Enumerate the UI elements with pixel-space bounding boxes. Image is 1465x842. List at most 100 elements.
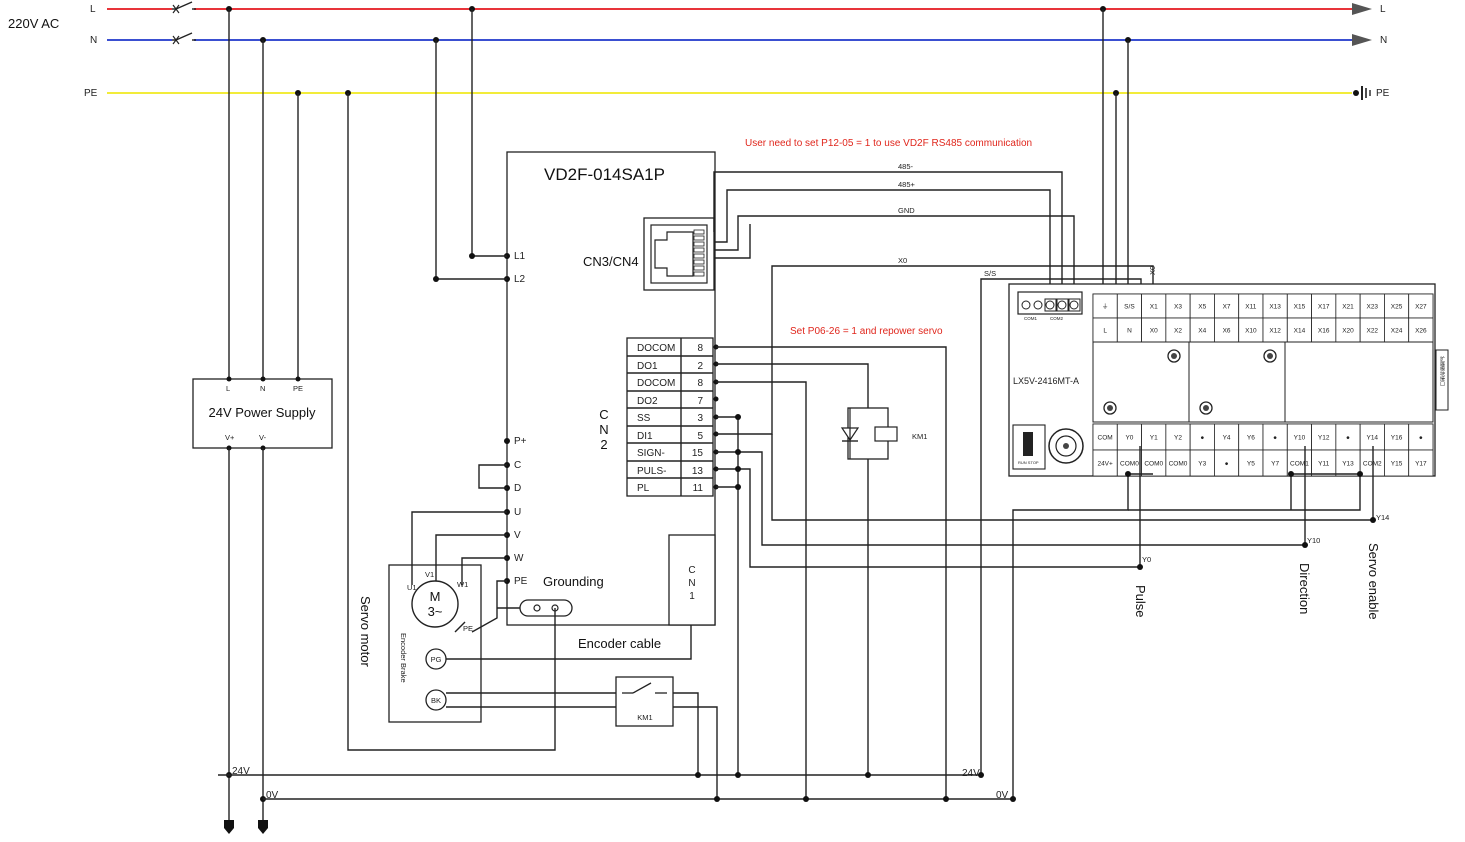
- plc-input-top-cell: [1359, 293, 1385, 319]
- pin-pe: PE: [514, 576, 528, 587]
- plc-input-bottom-terminal: X4: [1198, 328, 1206, 335]
- motor-v1: V1: [425, 570, 434, 579]
- line-pe-label-right: PE: [1376, 88, 1390, 99]
- plc-output-top-cell: [1116, 423, 1142, 451]
- plc-input-top-terminal: X5: [1198, 304, 1206, 311]
- motor-pg: PG: [431, 655, 442, 664]
- plc-input-top-cell: [1286, 293, 1312, 319]
- cn2-signal-4: SS: [637, 413, 651, 424]
- relay-coil-label: KM1: [912, 432, 927, 441]
- plc-output-bottom-cell: [1262, 449, 1288, 477]
- ps-pin-vminus: V-: [259, 433, 267, 442]
- plc-input-bottom-terminal: X10: [1245, 328, 1257, 335]
- cn2-wiring: [716, 346, 1373, 802]
- plc-input-bottom-terminal: N: [1127, 328, 1132, 335]
- supply-voltage-label: 220V AC: [8, 16, 59, 31]
- rail-24v-label: 24V: [232, 766, 250, 777]
- plc-output-top-terminal: ●: [1273, 435, 1277, 442]
- plc-input-bottom-cell: [1335, 317, 1361, 343]
- out-y14-label: Y14: [1376, 513, 1389, 522]
- plc-output-bottom-terminal: Y7: [1271, 461, 1279, 468]
- plc-input-bottom-terminal: X24: [1391, 328, 1403, 335]
- motor-encoder-brake-label: Encoder Brake: [399, 633, 408, 683]
- wire-gnd-label: GND: [898, 206, 915, 215]
- plc-input-top-terminal: X1: [1150, 304, 1158, 311]
- cn2-pin-4: 3: [697, 413, 703, 424]
- out-y10-label: Y10: [1307, 536, 1320, 545]
- plc-output-bottom-terminal: Y15: [1391, 461, 1403, 468]
- plc-input-top-cell: [1262, 293, 1288, 319]
- cn2-pin-8: 11: [693, 483, 704, 494]
- plc-input-bottom-terminal: L: [1103, 328, 1107, 335]
- plc-output-top-terminal: Y1: [1150, 435, 1158, 442]
- plc-output-top-terminal: Y6: [1247, 435, 1255, 442]
- plc-output-top-terminal: ●: [1200, 435, 1204, 442]
- rail-0v-label: 0V: [266, 790, 279, 801]
- plc-input-top-cell: [1408, 293, 1434, 319]
- plc-input-bottom-terminal: X0: [1150, 328, 1158, 335]
- direction-label: Direction: [1297, 563, 1312, 614]
- plc-model: LX5V-2416MT-A: [1013, 376, 1079, 386]
- rj45-pins-icon: [693, 229, 705, 277]
- supply-junctions: [226, 6, 1131, 96]
- cn2-pin-2: 8: [697, 378, 703, 389]
- pin-c: C: [514, 460, 521, 471]
- plc-output-bottom-cell: [1384, 449, 1410, 477]
- pin-l1: L1: [514, 251, 526, 262]
- line-n-label-right: N: [1380, 35, 1387, 46]
- rail-0v-label-right: 0V: [996, 790, 1009, 801]
- ps-pin-n: N: [260, 384, 265, 393]
- line-l-arrow: [1352, 3, 1372, 15]
- cn2-pin-5: 5: [697, 431, 703, 442]
- ground-bar-icon: [519, 599, 573, 617]
- plc-input-bottom-terminal: X12: [1269, 328, 1281, 335]
- cn1-connector: [668, 534, 716, 626]
- ps-title: 24V Power Supply: [209, 405, 316, 420]
- plc-output-bottom-terminal: ●: [1225, 461, 1229, 468]
- expansion-port: [1435, 349, 1449, 411]
- plc-output-bottom-terminal: Y17: [1415, 461, 1427, 468]
- servo-enable-label: Servo enable: [1366, 543, 1381, 620]
- wire-485-plus-label: 485+: [898, 180, 916, 189]
- plc-output-top-terminal: Y10: [1294, 435, 1306, 442]
- pulse-label: Pulse: [1133, 585, 1148, 618]
- plc-input-top-terminal: X23: [1366, 304, 1378, 311]
- motor-u1: U1: [407, 583, 417, 592]
- plc-input-top-terminal: S/S: [1124, 304, 1135, 311]
- cn2-table: DOCOM DO1 DOCOM DO2 SS DI1 SIGN- PULS- P…: [626, 337, 719, 497]
- plc-input-top-terminal: X17: [1318, 304, 1330, 311]
- plc-input-bottom-terminal: X16: [1318, 328, 1330, 335]
- plc-output-top-cell: [1384, 423, 1410, 451]
- breaker-l: [172, 1, 196, 15]
- relay-contact-km1: KM1: [615, 676, 720, 802]
- plc-output-bottom-terminal: Y5: [1247, 461, 1255, 468]
- plc-output-bottom-cell: [1141, 449, 1167, 477]
- pin-u: U: [514, 507, 521, 518]
- line-l-label-right: L: [1380, 4, 1386, 15]
- relay-contact-label: KM1: [637, 713, 652, 722]
- cn2-signal-5: DI1: [637, 431, 653, 442]
- servo-motor: M 3~ U1 V1 W1 PE PG BK Encoder Brake Ser…: [358, 511, 692, 723]
- plc-output-bottom-terminal: 24V+: [1097, 461, 1113, 468]
- plc-input-top-terminal: X3: [1174, 304, 1182, 311]
- cn2-signal-8: PL: [637, 483, 650, 494]
- plc-output-top-terminal: Y12: [1318, 435, 1330, 442]
- power-supply: L N PE 24V Power Supply V+ V- 24V 0V: [192, 9, 333, 834]
- plc-input-bottom-cell: [1384, 317, 1410, 343]
- cn2-signal-0: DOCOM: [637, 343, 675, 354]
- plc-output-bottom-terminal: Y11: [1318, 461, 1329, 468]
- plc-input-top-cell: [1238, 293, 1264, 319]
- grounding-label: Grounding: [543, 574, 604, 589]
- plc-output-top-cell: [1262, 423, 1288, 451]
- wire-x0-label: X0: [898, 256, 907, 265]
- ps-pin-l: L: [226, 384, 230, 393]
- cn2-pin-3: 7: [697, 396, 703, 407]
- plc-output-bottom-cell: [1408, 449, 1434, 477]
- pin-l2: L2: [514, 274, 526, 285]
- plc-output-top-terminal: ●: [1419, 435, 1423, 442]
- plc-output-top-cell: [1335, 423, 1361, 451]
